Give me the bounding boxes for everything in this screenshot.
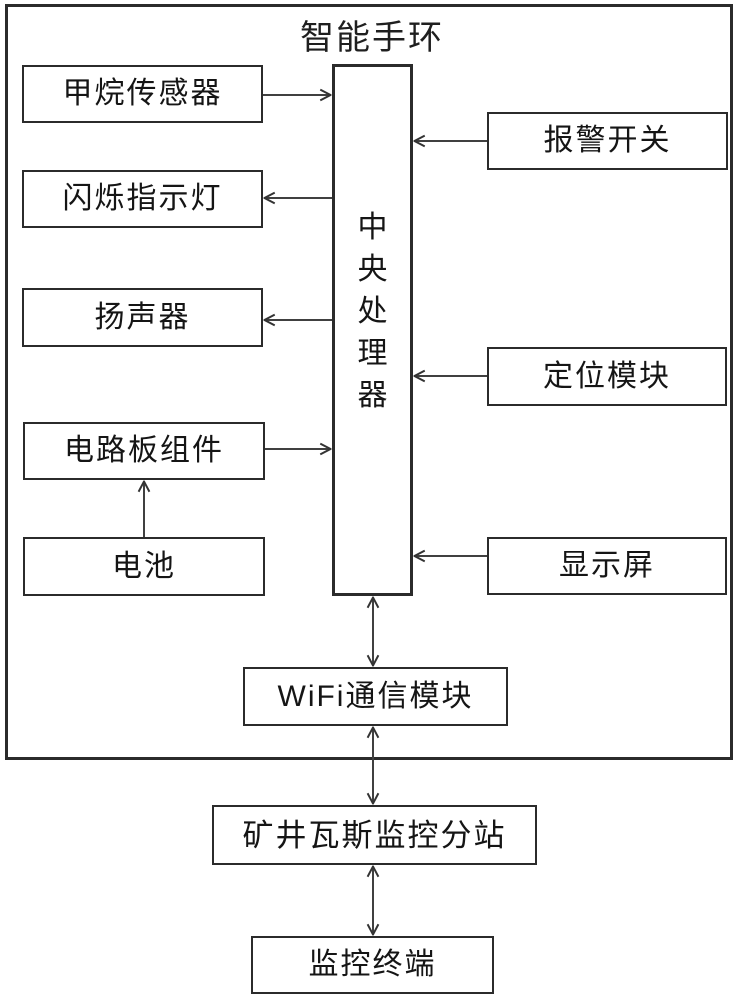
node-flash-indicator-label: 闪烁指示灯 — [62, 182, 223, 215]
node-wifi-module-label: WiFi通信模块 — [277, 679, 474, 713]
node-cpu: 中央处理器 — [332, 64, 413, 596]
node-display-screen: 显示屏 — [487, 537, 727, 595]
node-positioning-module-label: 定位模块 — [543, 359, 671, 393]
node-mine-gas-substation-label: 矿井瓦斯监控分站 — [242, 817, 507, 853]
node-flash-indicator: 闪烁指示灯 — [22, 170, 263, 228]
node-monitoring-terminal-label: 监控终端 — [308, 948, 437, 981]
node-speaker-label: 扬声器 — [94, 300, 191, 334]
node-speaker: 扬声器 — [22, 288, 263, 347]
node-circuit-board: 电路板组件 — [23, 422, 265, 480]
node-positioning-module: 定位模块 — [487, 347, 727, 406]
node-wifi-module: WiFi通信模块 — [243, 667, 508, 726]
node-battery-label: 电池 — [112, 549, 176, 583]
node-methane-sensor: 甲烷传感器 — [22, 65, 263, 123]
node-monitoring-terminal: 监控终端 — [251, 936, 494, 994]
node-mine-gas-substation: 矿井瓦斯监控分站 — [212, 805, 537, 865]
node-cpu-label: 中央处理器 — [357, 211, 388, 412]
node-battery: 电池 — [23, 537, 265, 596]
diagram-title: 智能手环 — [300, 19, 444, 57]
node-display-screen-label: 显示屏 — [559, 549, 655, 582]
node-methane-sensor-label: 甲烷传感器 — [62, 77, 223, 110]
node-alarm-switch: 报警开关 — [487, 112, 728, 170]
node-circuit-board-label: 电路板组件 — [64, 434, 224, 467]
node-alarm-switch-label: 报警开关 — [543, 124, 672, 157]
